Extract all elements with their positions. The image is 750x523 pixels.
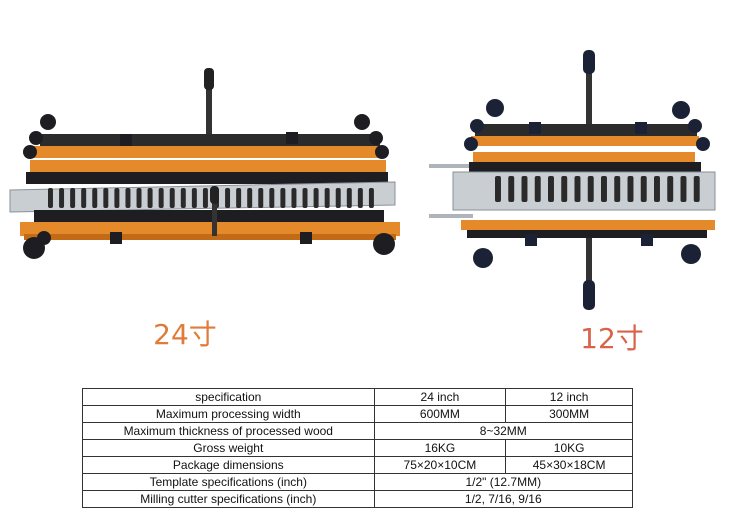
value-12: 300MM [505,405,633,423]
row-label: Milling cutter specifications (inch) [82,490,375,508]
row-label: Maximum thickness of processed wood [82,422,375,440]
specification-table: specification 24 inch 12 inch Maximum pr… [82,388,634,508]
template-finger [147,188,153,208]
template-finger [247,188,253,208]
template-finger [125,188,131,208]
template-finger [269,188,275,208]
template-finger [640,176,647,202]
template-finger [114,188,120,208]
value-24: 600MM [373,405,507,423]
table-row: Milling cutter specifications (inch) 1/2… [82,490,634,508]
row-label: Maximum processing width [82,405,375,423]
value-12: 45×30×18CM [505,456,633,474]
template-finger [158,188,164,208]
template-finger [667,176,674,202]
template-finger [70,188,76,208]
template-finger [548,176,554,202]
value-12: 10KG [505,439,633,457]
template-finger [280,188,286,208]
template-finger [627,176,634,202]
template-finger [313,188,319,208]
dovetail-jig-12-photo [429,50,716,310]
template-finger [614,176,621,202]
table-header-row: specification 24 inch 12 inch [82,388,633,406]
table-row: Maximum thickness of processed wood 8~32… [82,422,634,440]
template-finger [225,188,231,208]
table-row: Gross weight 16KG 10KG [82,439,633,457]
value-24: 75×20×10CM [373,456,507,474]
template-finger [561,176,568,202]
template-finger [693,176,700,202]
template-finger [508,176,515,202]
table-row: Maximum processing width 600MM 300MM [82,405,633,423]
value-merged: 1/2" (12.7MM) [373,473,634,491]
template-finger [335,188,341,208]
template-finger [324,188,330,208]
template-finger [136,188,142,208]
template-finger [680,176,687,202]
table-row: Package dimensions 75×20×10CM 45×30×18CM [82,456,633,474]
template-finger [495,176,501,202]
template-finger [169,188,175,208]
header-12-inch: 12 inch [505,388,633,406]
template-finger [92,188,98,208]
template-finger [302,188,308,208]
row-label: Gross weight [82,439,375,457]
template-finger [81,188,87,208]
template-finger [368,188,374,208]
template-finger [601,176,607,202]
template-finger [357,188,363,208]
template-finger [574,176,581,202]
header-24-inch: 24 inch [373,388,507,406]
value-24: 16KG [373,439,507,457]
template-finger [587,176,594,202]
template-finger [202,188,208,208]
caption-12-inch: 12寸 [580,322,644,355]
header-specification: specification [82,388,375,406]
caption-24-inch: 24寸 [153,318,217,351]
table-row: Template specifications (inch) 1/2" (12.… [82,473,634,491]
template-finger [521,176,528,202]
value-merged: 1/2, 7/16, 9/16 [373,490,634,508]
template-finger [180,188,186,208]
value-merged: 8~32MM [373,422,634,440]
template-finger [291,188,297,208]
template-finger [236,188,242,208]
template-finger [191,188,197,208]
template-finger [534,176,541,202]
row-label: Template specifications (inch) [82,473,375,491]
template-finger [103,188,109,208]
template-finger [258,188,264,208]
dovetail-jig-24-photo [9,68,400,259]
row-label: Package dimensions [82,456,375,474]
template-finger [48,188,53,208]
template-finger [346,188,352,208]
template-finger [654,176,660,202]
template-finger [59,188,65,208]
